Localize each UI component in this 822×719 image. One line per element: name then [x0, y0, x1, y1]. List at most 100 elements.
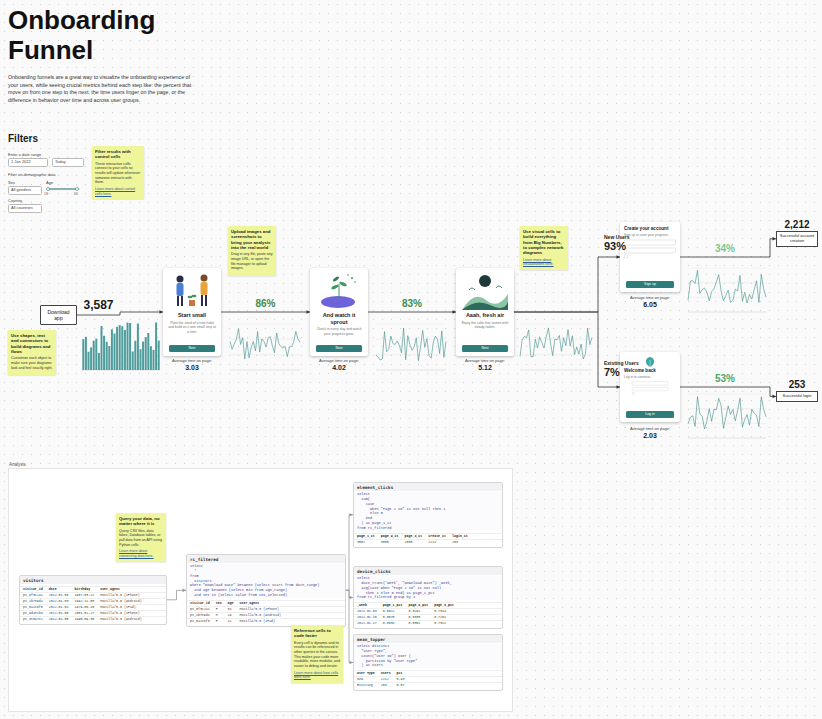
node-text: rc_filtered [187, 555, 345, 563]
decor-shape [76, 188, 79, 191]
chart-grid [376, 324, 446, 325]
chart-bar [145, 337, 147, 370]
chart-grid [688, 423, 766, 424]
label: 18 [44, 192, 54, 196]
node-text: element_clicks [354, 483, 502, 491]
decor-shape [321, 296, 355, 308]
label: Age [46, 180, 76, 185]
data-cell: visitorsvisitor_id date birthday user_ag… [19, 575, 167, 625]
decor-shape [181, 296, 183, 306]
connector [368, 310, 456, 314]
decor-shape [625, 240, 676, 245]
illustration [460, 270, 510, 310]
label: from rc_filtered [354, 526, 502, 531]
label: New Users [604, 234, 644, 240]
chart-bar [98, 353, 100, 370]
connector [346, 590, 353, 599]
node-text: All countries [11, 206, 39, 211]
decor-shape [177, 296, 179, 306]
edge-label: 83% [401, 298, 423, 309]
label: pv_5a2c6f0 F 42 Mozilla/5.0 (iPad) [187, 618, 345, 624]
chart-bar [88, 352, 90, 370]
chart-bar [132, 352, 134, 371]
node-text: Sign up [628, 282, 673, 286]
decor-shape [625, 255, 628, 258]
decor-shape [632, 381, 668, 385]
decor-shape [189, 300, 195, 306]
node-text: All genders [11, 188, 39, 193]
chart-bar [147, 333, 149, 370]
edge-label: 3,587 [83, 299, 115, 312]
chart-grid [520, 370, 592, 371]
node-text: Learn more about connecting data here. [119, 549, 163, 558]
node-text: mean_topper [354, 635, 502, 643]
node-text: 1 Jan 2022 [11, 160, 45, 165]
decor-shape [332, 276, 339, 282]
input-field: All countries [8, 204, 42, 213]
decor-shape [624, 239, 676, 259]
node-text: Analysis [9, 462, 512, 467]
label: 65 [74, 192, 84, 196]
label: 5.12 [455, 364, 515, 371]
node-text: Learn more about visualizations here. [523, 258, 565, 267]
chart-bar [129, 323, 131, 370]
chart-bar [116, 327, 118, 370]
connector [346, 513, 353, 590]
decor-shape [351, 277, 353, 279]
chart-bar [137, 324, 139, 371]
chart-grid [688, 282, 766, 283]
node-text: Create your account [624, 226, 676, 232]
decor-shape [347, 274, 349, 276]
chart-bar [124, 330, 126, 370]
label: 2.03 [620, 432, 680, 439]
node-text: Learn more about control cells here. [95, 187, 141, 196]
chart-bar [158, 341, 160, 370]
label: Average time on page: [455, 358, 515, 363]
chart-line [230, 329, 300, 359]
label: Average time on page: [620, 426, 680, 431]
caption: Onboarding funnels are a great way to vi… [8, 74, 200, 105]
node-text: Drag in any file, paste any image URL, o… [231, 252, 273, 271]
decor-shape [167, 270, 217, 310]
node-text: Use shapes, text and connectors to build… [11, 333, 53, 354]
decor-shape [624, 381, 676, 395]
decor-shape [82, 268, 766, 438]
node-text: Customize each object to make sure your … [11, 356, 53, 370]
illustration [314, 270, 364, 310]
process-box: Download app [40, 305, 77, 325]
label: Average time on page: [620, 295, 680, 300]
chart-bar [85, 337, 87, 370]
analysis-panel: Analysisvisitorsvisitor_id date birthday… [8, 468, 513, 712]
button: Log in [626, 411, 674, 418]
chart-line [688, 397, 766, 430]
connector [680, 237, 776, 257]
chart-grid [520, 324, 592, 325]
node-text: Sign up to save your progress. [624, 233, 676, 237]
node-text: Log in [628, 412, 673, 416]
chart-grid [688, 394, 766, 395]
chart-line [520, 328, 592, 359]
chart-bar [140, 349, 142, 370]
chart-bar [155, 323, 157, 371]
connector [221, 310, 310, 314]
chart-bar [108, 346, 110, 370]
chart-bar [90, 347, 92, 370]
sticky-note: Use shapes, text and connectors to build… [8, 330, 56, 375]
decor-shape [8, 468, 513, 712]
decor-shape [177, 276, 184, 283]
decor-shape [201, 282, 208, 295]
connector-line [346, 590, 353, 662]
decor-shape [201, 295, 203, 306]
node-text: Next [171, 346, 214, 350]
node-text: Query CSV files, data lakes, Database ta… [119, 529, 163, 548]
node-text: Every cell is dynamic and its results ca… [294, 641, 340, 669]
node-text: Next [464, 346, 507, 350]
label: Country [8, 198, 38, 203]
label: from rc_filtered group by 1 [354, 595, 502, 600]
connector-line [346, 515, 353, 591]
chart-bar [127, 323, 129, 370]
decor-shape [632, 387, 668, 391]
label: 93% [604, 240, 644, 252]
decor-shape [48, 189, 77, 190]
edge-label: 34% [714, 243, 736, 254]
